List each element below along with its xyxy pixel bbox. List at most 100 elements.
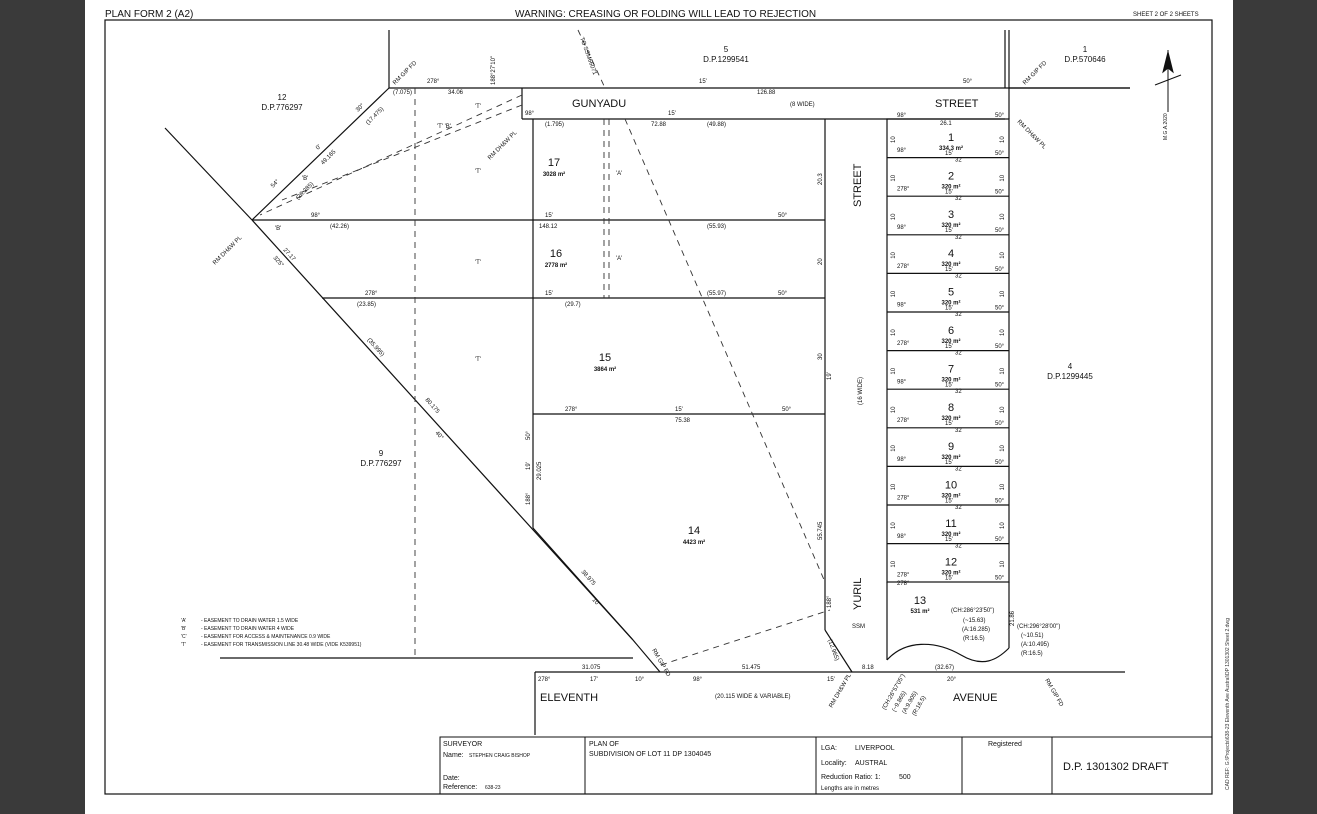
bearing: 50° bbox=[526, 430, 532, 440]
distance: 75.38 bbox=[675, 418, 691, 424]
title-surveyor-label: SURVEYOR bbox=[443, 741, 482, 748]
bearing: 98° bbox=[693, 677, 703, 683]
distance: 17' bbox=[590, 677, 598, 683]
distance: 15' bbox=[668, 111, 676, 117]
north-label: M.G.A.2020 bbox=[1163, 113, 1169, 140]
distance: (29.7) bbox=[565, 302, 581, 308]
lot-distance: 32 bbox=[955, 158, 962, 164]
curve-data: (R:16.5) bbox=[1021, 651, 1043, 657]
distance: 15' bbox=[699, 79, 707, 85]
distance: (17.475) bbox=[365, 106, 385, 126]
lot-distance: 10 bbox=[891, 483, 897, 490]
lot-number: 8 bbox=[948, 402, 954, 414]
lot-distance: 32 bbox=[955, 544, 962, 550]
lot-distance: 10 bbox=[1000, 213, 1006, 220]
title-reduction-label: Reduction Ratio: 1: bbox=[821, 774, 881, 781]
lot-area: 320 m² bbox=[941, 415, 960, 422]
title-reduction-value: 500 bbox=[899, 774, 911, 781]
lot-distance: 10 bbox=[891, 329, 897, 336]
curve-data: (R:16.5) bbox=[963, 636, 985, 642]
title-plan-of-value: SUBDIVISION OF LOT 11 DP 1304045 bbox=[589, 751, 711, 758]
lot-area: 320 m² bbox=[941, 338, 960, 345]
street-name-yuril-street: STREET bbox=[852, 163, 864, 207]
lot-distance: 10 bbox=[891, 213, 897, 220]
lot-number: 7 bbox=[948, 364, 954, 376]
reference-mark: RM DH&W PL bbox=[487, 130, 519, 162]
lot-distance: 15' bbox=[945, 305, 953, 311]
lot-number: 5 bbox=[948, 286, 954, 298]
curve-data: (CH:286°23'50") bbox=[951, 608, 994, 614]
lot-number: 1 bbox=[948, 132, 954, 144]
lot-distance: 10 bbox=[891, 251, 897, 258]
plan-form-label: PLAN FORM 2 (A2) bbox=[105, 9, 194, 20]
street-width-gunyadu: (8 WIDE) bbox=[790, 102, 815, 108]
lot-bearing: 278° bbox=[897, 187, 910, 193]
reference-mark: RM GIP FD bbox=[1022, 60, 1049, 87]
lot-bearing: 50° bbox=[995, 305, 1005, 311]
lot-distance: 15' bbox=[945, 190, 953, 196]
lot-number: 17 bbox=[548, 157, 560, 169]
lot-number: 11 bbox=[945, 518, 956, 530]
lot-distance: 10 bbox=[1000, 444, 1006, 451]
distance: 148.12 bbox=[539, 224, 558, 230]
title-name-value: STEPHEN CRAIG BISHOP bbox=[469, 753, 531, 759]
adjoining-lot-dp: D.P.1299445 bbox=[1047, 372, 1093, 381]
lot-area: 320 m² bbox=[941, 299, 960, 306]
bearing: 19' bbox=[827, 372, 833, 380]
lot-distance: 26.1 bbox=[940, 121, 952, 127]
lot-distance: 15' bbox=[945, 498, 953, 504]
title-dp-number: D.P. 1301302 DRAFT bbox=[1063, 761, 1169, 773]
lot-distance: 32 bbox=[955, 505, 962, 511]
bearing: 0' bbox=[315, 144, 322, 151]
lot-distance: 15' bbox=[945, 537, 953, 543]
lot-area: 3028 m² bbox=[543, 171, 565, 178]
lot-number: 15 bbox=[599, 352, 611, 364]
lot-area: 2778 m² bbox=[545, 262, 567, 269]
bearing: 40° bbox=[434, 430, 445, 441]
lot-distance: 10 bbox=[891, 406, 897, 413]
easement-marker: 'B' bbox=[302, 176, 308, 182]
lot-bearing: 278° bbox=[897, 573, 910, 579]
lot-distance: 10 bbox=[891, 367, 897, 374]
easement-marker: 'T' 'B' bbox=[437, 124, 451, 130]
lot-number: 6 bbox=[948, 325, 954, 337]
lot-bearing: 50° bbox=[995, 421, 1005, 427]
lot-bearing: 98° bbox=[897, 457, 907, 463]
street-name-gunyadu-street: STREET bbox=[935, 98, 979, 110]
lot-distance: 32 bbox=[955, 235, 962, 241]
lot-bearing: 98° bbox=[897, 225, 907, 231]
lot-distance: 10 bbox=[891, 522, 897, 529]
street-width-eleventh: (20.115 WIDE & VARIABLE) bbox=[715, 694, 790, 700]
street-name-yuril: YURIL bbox=[852, 578, 864, 610]
lot-number: 3 bbox=[948, 209, 954, 221]
lot-bearing: 50° bbox=[995, 344, 1005, 350]
lot-distance: 10 bbox=[1000, 522, 1006, 529]
lot-distance: 10 bbox=[891, 444, 897, 451]
adjoining-lot-dp: D.P.570646 bbox=[1064, 55, 1106, 64]
lot-distance: 10 bbox=[1000, 483, 1006, 490]
bearing: 98° bbox=[525, 111, 535, 117]
reference-mark: RM DH&W PL bbox=[212, 235, 244, 267]
lot-distance: 32 bbox=[955, 428, 962, 434]
title-registered-label: Registered bbox=[988, 741, 1022, 748]
bearing: 278° bbox=[538, 677, 551, 683]
title-reference-value: 638-23 bbox=[485, 785, 501, 791]
distance: 30 bbox=[818, 353, 824, 360]
cad-reference: CAD REF: G:\Projects\638-23 Eleventh Ave… bbox=[1223, 540, 1233, 790]
easement-marker: 'T' bbox=[475, 260, 481, 266]
lot-area: 531 m² bbox=[910, 608, 929, 615]
lot-distance: 10 bbox=[1000, 329, 1006, 336]
title-locality-label: Locality: bbox=[821, 760, 847, 767]
lot-bearing: 50° bbox=[995, 190, 1005, 196]
reference-mark: RM GIP FD bbox=[650, 648, 671, 678]
title-date-label: Date: bbox=[443, 775, 460, 782]
lot-bearing: 278° bbox=[897, 495, 910, 501]
legend-code: 'B' bbox=[181, 626, 186, 632]
lot-bearing: 50° bbox=[995, 498, 1005, 504]
lot-distance: 15' bbox=[945, 151, 953, 157]
bearing: 278° bbox=[427, 79, 440, 85]
bearing: 98° bbox=[311, 213, 321, 219]
legend-code: 'C' bbox=[181, 634, 187, 640]
lot-distance: 32 bbox=[955, 273, 962, 279]
